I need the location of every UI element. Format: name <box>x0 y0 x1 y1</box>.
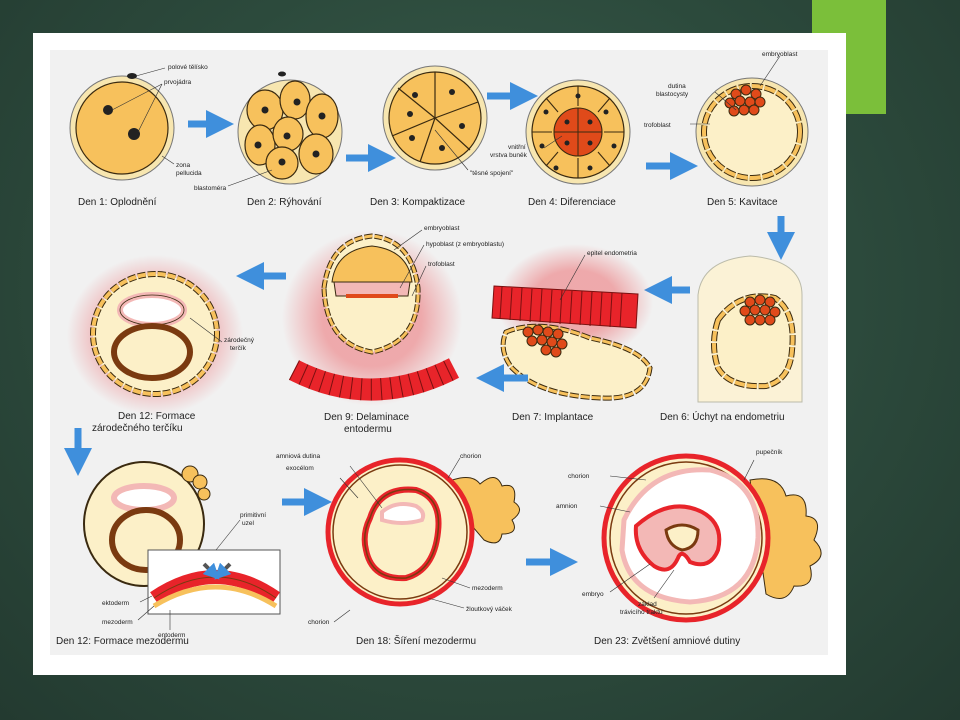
stage-12-title-line1: Den 12: Formace <box>118 411 196 422</box>
stage-18-title: Den 18: Šíření mezodermu <box>356 634 476 647</box>
label-epitel-endometria: epitel endometria <box>587 250 637 257</box>
stage-4-title: Den 4: Diferenciace <box>528 197 616 208</box>
label-ektoderm: ektoderm <box>102 600 129 607</box>
stage-6-attachment <box>697 255 803 403</box>
label-vrstva-bunek: vrstva buněk <box>490 152 528 159</box>
label-trofoblast-5: trofoblast <box>644 122 671 129</box>
label-zona: zona <box>176 162 190 169</box>
stage-12m-title: Den 12: Formace mezodermu <box>56 636 189 647</box>
stage-9-delamination <box>282 229 462 406</box>
label-amniova-dutina: amniová dutina <box>276 453 320 460</box>
label-embryoblast-top: embryoblast <box>762 51 798 58</box>
label-zloutkovy-vacek: žloutkový váček <box>466 606 513 613</box>
stage-4-differentiation <box>525 79 631 185</box>
stage-2-title: Den 2: Rýhování <box>247 197 322 208</box>
label-embryoblast-9: embryoblast <box>424 225 460 232</box>
stage-7-title: Den 7: Implantace <box>512 412 594 423</box>
label-chorion-23: chorion <box>568 473 590 480</box>
stage-3-title: Den 3: Kompaktizace <box>370 197 465 208</box>
stage-3-compaction <box>382 65 488 171</box>
stage-23-amnion-expansion <box>599 453 822 623</box>
label-zarodecny: zárodečný <box>224 337 255 344</box>
label-tesne-spojeni: "těsné spojení" <box>470 170 514 177</box>
stage-5-title: Den 5: Kavitace <box>707 197 778 208</box>
label-blastomera: blastoméra <box>194 185 227 192</box>
stage-1-title: Den 1: Oplodnění <box>78 197 157 208</box>
label-primitivni: primitivní <box>240 512 266 519</box>
embryo-development-diagram: polové tělísko prvojádra zona pellucida … <box>50 50 828 655</box>
label-dutina: dutina <box>668 83 686 90</box>
label-zaklad: základ <box>638 601 657 608</box>
label-chorion-18b: chorion <box>308 619 330 626</box>
label-trofoblast-9: trofoblast <box>428 261 455 268</box>
stage-9-title-line1: Den 9: Delaminace <box>324 412 409 423</box>
label-pellucida: pellucida <box>176 170 202 177</box>
label-vnitrni: vnitřní <box>508 144 526 151</box>
label-hypoblast: hypoblast (z embryoblastu) <box>426 241 504 248</box>
stage-18-mesoderm-spreading <box>325 457 520 623</box>
stage-5-cavitation <box>690 55 809 187</box>
stage-12-title-line2: zárodečného terčíku <box>92 423 183 434</box>
label-entoderm: entoderm <box>158 632 185 639</box>
stage-9-title-line2: entodermu <box>344 424 392 435</box>
stage-1-zygote <box>69 67 175 181</box>
stage-2-cleavage <box>227 71 343 187</box>
stage-6-title: Den 6: Úchyt na endometriu <box>660 410 785 423</box>
stage-23-title: Den 23: Zvětšení amniové dutiny <box>594 636 740 647</box>
label-mezoderm-18: mezoderm <box>472 585 503 592</box>
label-chorion-18: chorion <box>460 453 482 460</box>
stage-7-implantation <box>491 244 653 401</box>
label-mezoderm-12: mezoderm <box>102 619 133 626</box>
label-prvojadra: prvojádra <box>164 79 191 86</box>
label-travici-traktu: trávicího traktu <box>620 609 663 616</box>
stage-12-mesoderm-formation <box>83 461 281 630</box>
label-uzel: uzel <box>242 520 254 527</box>
label-blastocysty: blastocysty <box>656 91 689 98</box>
stage-12-embryonic-disc <box>67 255 243 415</box>
label-polove-telisko: polové tělísko <box>168 64 208 71</box>
label-exocelom: exocélom <box>286 465 314 472</box>
label-pupecnik: pupečník <box>756 449 783 456</box>
label-amnion: amnion <box>556 503 578 510</box>
label-tercik: terčík <box>230 345 247 352</box>
label-embryo: embryo <box>582 591 604 598</box>
